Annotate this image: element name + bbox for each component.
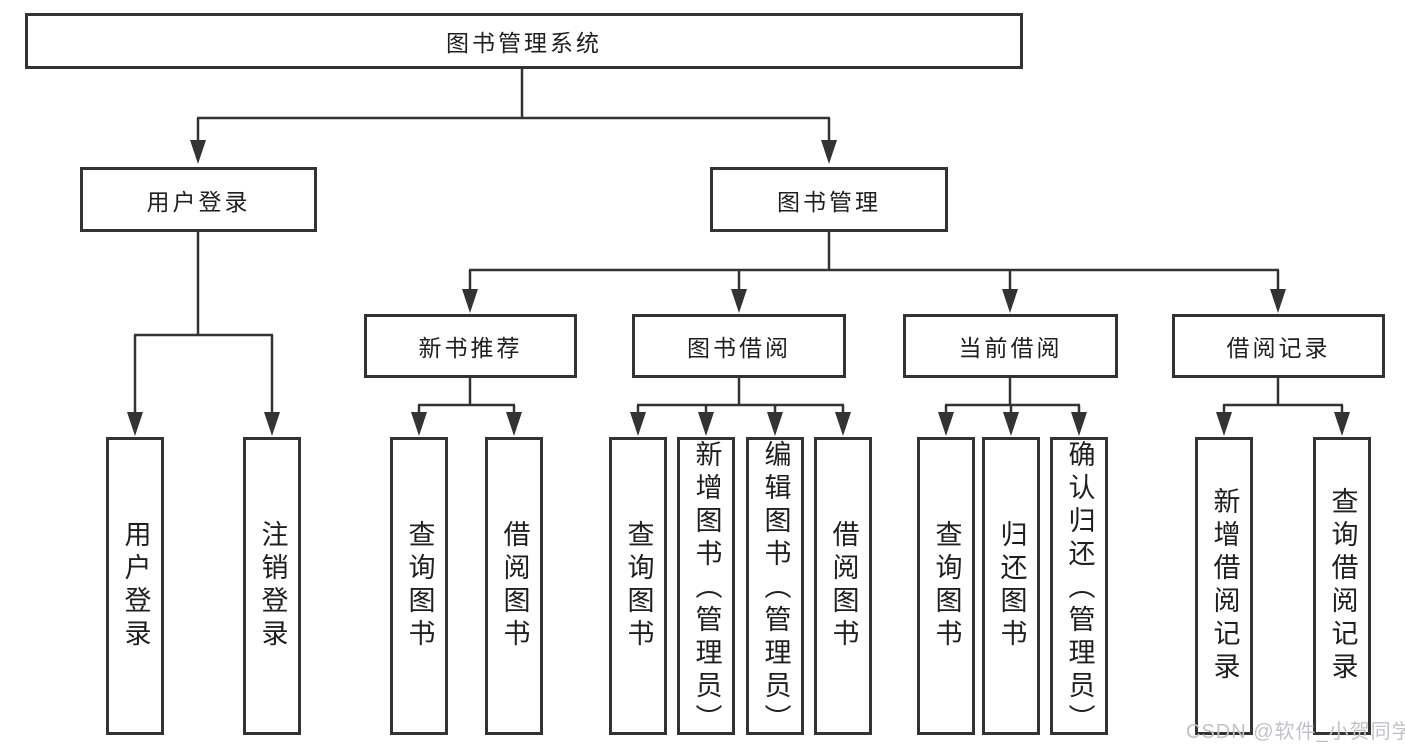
connector-book-borrow-to-leaves	[630, 378, 851, 436]
leaf-logout-label: 注销登录	[257, 520, 288, 652]
node-new-book-recommend-label: 新书推荐	[418, 335, 523, 361]
arrowhead	[1071, 412, 1087, 436]
leaf-query-books-current-label: 查询图书	[931, 520, 962, 652]
arrowhead	[1334, 412, 1350, 436]
leaf-user-login: 用户登录	[106, 437, 164, 735]
node-root-label: 图书管理系统	[446, 30, 602, 56]
node-book-management-label: 图书管理	[777, 188, 881, 215]
leaf-user-login-label: 用户登录	[120, 520, 151, 652]
arrowhead	[821, 140, 837, 164]
arrowhead	[264, 412, 280, 436]
csdn-watermark: CSDN @软件_小贺同学	[1186, 721, 1405, 743]
leaf-logout: 注销登录	[243, 437, 301, 735]
leaf-confirm-return-admin: 确认归还（管理员）	[1050, 437, 1108, 737]
leaf-return-books-label: 归还图书	[996, 520, 1027, 652]
arrowhead	[767, 412, 783, 436]
leaf-query-borrow-record: 查询借阅记录	[1313, 437, 1371, 735]
connector-borrow-records-to-leaves	[1216, 378, 1350, 436]
arrowhead	[698, 412, 714, 436]
leaf-add-borrow-record: 新增借阅记录	[1195, 437, 1253, 735]
leaf-add-book-admin: 新增图书（管理员）	[677, 437, 735, 737]
arrowhead	[731, 289, 747, 313]
leaf-edit-book-admin-label: 编辑图书（管理员）	[760, 440, 791, 737]
arrowhead	[1216, 412, 1232, 436]
node-user-login: 用户登录	[80, 167, 317, 232]
arrowhead	[190, 140, 206, 164]
arrowhead	[1003, 412, 1019, 436]
leaf-query-books-current: 查询图书	[917, 437, 975, 735]
leaf-query-books-borrow: 查询图书	[609, 437, 667, 735]
node-new-book-recommend: 新书推荐	[364, 314, 577, 378]
node-borrow-records: 借阅记录	[1172, 314, 1385, 378]
leaf-return-books: 归还图书	[982, 437, 1040, 735]
arrowhead	[127, 412, 143, 436]
leaf-query-books-recommend: 查询图书	[390, 437, 448, 735]
leaf-add-book-admin-label: 新增图书（管理员）	[691, 440, 722, 737]
arrowhead	[1270, 289, 1286, 313]
arrowhead	[938, 412, 954, 436]
arrowhead	[630, 412, 646, 436]
node-borrow-records-label: 借阅记录	[1226, 335, 1331, 361]
arrowhead	[462, 289, 478, 313]
node-user-login-label: 用户登录	[146, 188, 251, 215]
leaf-borrow-books-recommend: 借阅图书	[485, 437, 543, 735]
leaf-query-books-borrow-label: 查询图书	[623, 520, 654, 652]
node-current-borrow: 当前借阅	[903, 314, 1118, 378]
leaf-borrow-books-recommend-label: 借阅图书	[499, 520, 530, 652]
connector-root-to-level2	[190, 69, 837, 164]
connector-current-borrow-to-leaves	[938, 378, 1087, 436]
arrowhead	[411, 412, 427, 436]
node-current-borrow-label: 当前借阅	[958, 335, 1063, 361]
arrowhead	[506, 412, 522, 436]
connector-new-book-recommend-to-leaves	[411, 378, 522, 436]
leaf-confirm-return-admin-label: 确认归还（管理员）	[1064, 440, 1095, 737]
connector-user-login-to-leaves	[127, 232, 280, 436]
node-root: 图书管理系统	[25, 13, 1023, 69]
leaf-borrow-books-borrow: 借阅图书	[814, 437, 872, 735]
connector-book-management-to-level3	[462, 232, 1286, 313]
leaf-query-books-recommend-label: 查询图书	[404, 520, 435, 652]
leaf-edit-book-admin: 编辑图书（管理员）	[746, 437, 804, 737]
node-book-borrow-label: 图书借阅	[687, 335, 791, 361]
leaf-borrow-books-borrow-label: 借阅图书	[828, 520, 859, 652]
leaf-add-borrow-record-label: 新增借阅记录	[1209, 487, 1240, 685]
arrowhead	[1002, 289, 1018, 313]
node-book-management: 图书管理	[710, 167, 948, 232]
node-book-borrow: 图书借阅	[632, 314, 846, 378]
arrowhead	[835, 412, 851, 436]
leaf-query-borrow-record-label: 查询借阅记录	[1327, 487, 1358, 685]
